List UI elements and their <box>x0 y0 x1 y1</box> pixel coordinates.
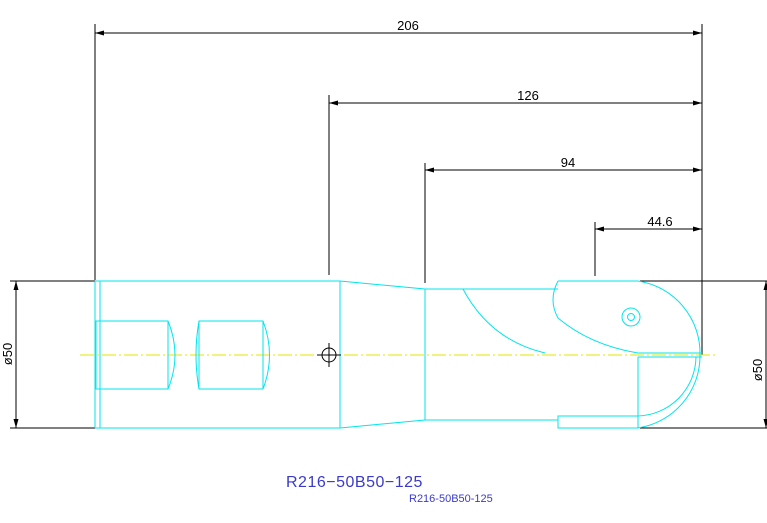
dimension-diameter-right-label: ø50 <box>750 359 765 381</box>
part-number-small-label: R216-50B50-125 <box>409 493 493 505</box>
dimension-diameter-left: ø50 <box>0 280 95 429</box>
dimension-44-6: 44.6 <box>594 214 702 276</box>
tool-outline <box>94 280 702 429</box>
center-of-gravity-icon <box>317 343 341 367</box>
dimension-94-label: 94 <box>561 155 575 170</box>
dimension-206: 206 <box>94 18 703 355</box>
dimension-diameter-right: ø50 <box>640 280 767 429</box>
dimension-94: 94 <box>424 155 702 283</box>
dimension-126-label: 126 <box>517 88 539 103</box>
part-number-label: R216−50B50−125 <box>286 474 423 491</box>
dimension-44-6-label: 44.6 <box>647 214 672 229</box>
dimension-206-label: 206 <box>397 18 419 33</box>
dimension-126: 126 <box>328 88 702 275</box>
dimension-diameter-left-label: ø50 <box>0 343 15 365</box>
